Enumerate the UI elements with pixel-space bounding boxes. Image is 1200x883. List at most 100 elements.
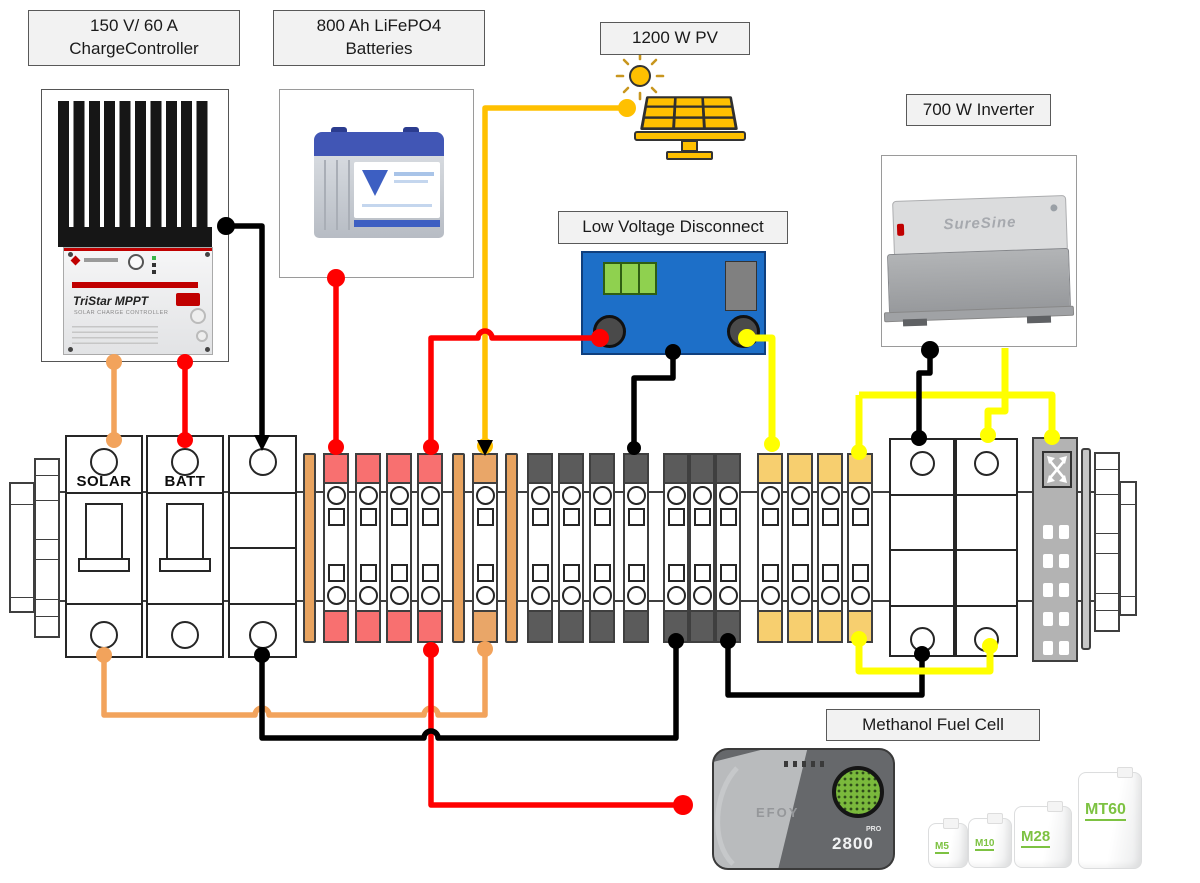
terminal-cap-bottom <box>558 610 584 643</box>
terminal-clamp <box>421 508 439 526</box>
terminal-screw <box>561 586 581 605</box>
rail-separator <box>452 453 465 643</box>
terminal-screw <box>326 586 346 605</box>
terminal-screw <box>592 586 612 605</box>
wire-inverter-negative <box>916 349 933 437</box>
terminal-cap-top <box>817 453 843 484</box>
pv-cell <box>675 98 703 106</box>
breaker-toggle-base <box>159 558 211 572</box>
terminal-cap-top <box>386 453 412 484</box>
terminal-clamp <box>693 508 711 526</box>
breaker-toggle <box>85 503 123 560</box>
screw-icon <box>68 347 73 352</box>
terminal-clamp <box>719 564 737 582</box>
connector-port-icon <box>1059 641 1069 655</box>
terminal-cap-top <box>589 453 615 484</box>
battery-side-seams <box>314 160 352 230</box>
rail-end-bracket-left-inner <box>34 458 60 638</box>
terminal-block-gray <box>558 453 584 643</box>
wire-lvd-positive <box>428 328 600 445</box>
charge-controller-label: 150 V/ 60 A ChargeController <box>28 10 240 66</box>
terminal-screw <box>760 486 780 505</box>
charge-controller-brand: TriStar MPPT <box>73 294 149 308</box>
canister-cap <box>943 818 959 829</box>
connector-port-icon <box>1059 612 1069 626</box>
canister-label: M28 <box>1021 828 1051 848</box>
inverter-switch-icon <box>896 223 905 236</box>
terminal-screw <box>626 486 646 505</box>
breaker-solar: SOLAR <box>65 435 143 658</box>
sun-icon <box>615 51 665 101</box>
terminal-cap-bottom <box>847 610 873 643</box>
status-led <box>152 270 156 274</box>
knockout-hole-icon <box>190 308 206 324</box>
charge-controller-label-line2: ChargeController <box>69 39 199 58</box>
connector-port-icon <box>1043 612 1053 626</box>
inverter-indicator <box>1050 204 1058 212</box>
breaker-divider <box>66 492 142 494</box>
terminal-clamp <box>627 564 645 582</box>
breaker-label: BATT <box>164 473 206 490</box>
connector-port-icon <box>1043 641 1053 655</box>
terminal-screw <box>692 586 712 605</box>
fuel-cell-device: EFOY PRO 2800 <box>712 748 895 870</box>
breaker-terminal-bottom <box>171 621 199 649</box>
lvd-label: Low Voltage Disconnect <box>558 211 788 244</box>
fuel-cell-label: Methanol Fuel Cell <box>826 709 1040 741</box>
terminal-screw <box>718 486 738 505</box>
canister-label: M5 <box>935 841 949 854</box>
status-led-green <box>152 256 156 260</box>
canister-label: MT60 <box>1085 801 1126 821</box>
terminal-screw <box>666 586 686 605</box>
rail-separator <box>303 453 316 643</box>
charge-controller-label-line1: 150 V/ 60 A <box>90 16 178 36</box>
terminal-clamp <box>327 508 345 526</box>
terminal-screw <box>530 486 550 505</box>
battery-label-line <box>362 204 432 207</box>
terminal-cap-top <box>757 453 783 484</box>
terminal-screw <box>475 586 495 605</box>
terminal-clamp <box>667 508 685 526</box>
terminal-clamp <box>359 564 377 582</box>
terminal-cap-bottom <box>757 610 783 643</box>
fuel-cell-vents <box>784 761 824 767</box>
solar-panel-foot <box>666 151 713 160</box>
terminal-screw <box>790 586 810 605</box>
battery-label-line <box>394 180 428 183</box>
terminal-cap-bottom <box>386 610 412 643</box>
pv-cell <box>647 98 674 106</box>
battery-body <box>314 156 444 238</box>
wire-controller-negative <box>226 223 265 437</box>
batteries-label-line1: 800 Ah LiFePO4 <box>316 16 442 36</box>
battery-top <box>314 132 444 156</box>
terminal-clamp <box>667 564 685 582</box>
terminal-cap-top <box>355 453 381 484</box>
terminal-cap-bottom <box>472 610 498 643</box>
breaker-batt: BATT <box>146 435 224 658</box>
breaker-divider <box>147 492 223 494</box>
canister-m10: M10 <box>968 813 1012 868</box>
terminal-clamp <box>476 564 494 582</box>
screw-icon <box>68 252 73 257</box>
morningstar-wordmark <box>84 258 118 262</box>
terminal-block-yellow <box>757 453 783 643</box>
inverter-brand: SureSine <box>943 213 1017 234</box>
red-stripe-top <box>64 248 212 251</box>
meter-knob-icon <box>128 254 144 270</box>
terminal-screw <box>389 486 409 505</box>
canister-mt60: MT60 <box>1078 767 1142 869</box>
lvd-label-text: Low Voltage Disconnect <box>582 217 764 237</box>
terminal-block-gray <box>663 453 689 643</box>
terminal-screw <box>389 586 409 605</box>
screw-icon <box>205 252 210 257</box>
canister-cap <box>1117 767 1133 778</box>
breaker-divider <box>229 603 296 605</box>
battery-label <box>354 162 440 218</box>
terminal-cap-top <box>787 453 813 484</box>
terminal-clamp <box>821 564 839 582</box>
terminal-block-gray <box>623 453 649 643</box>
batteries-label: 800 Ah LiFePO4 Batteries <box>273 10 485 66</box>
canister-m28: M28 <box>1014 801 1072 868</box>
connector-port-icon <box>1043 554 1053 568</box>
